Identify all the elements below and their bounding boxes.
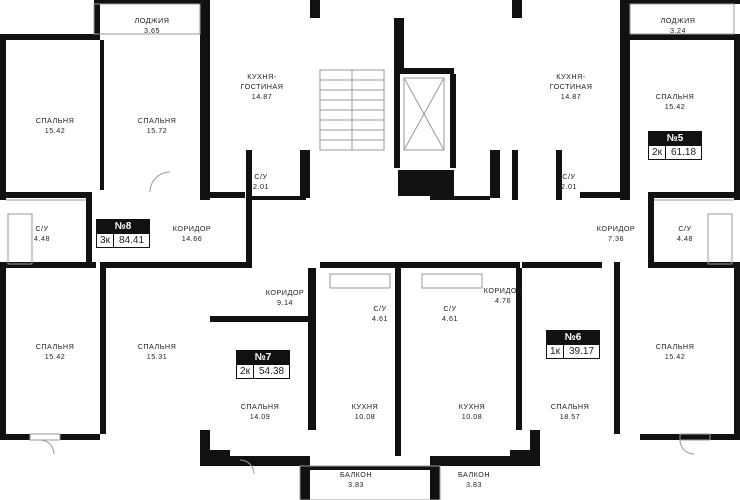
apartment-rooms: 1к — [547, 345, 564, 358]
apartment-area: 61.18 — [670, 147, 697, 158]
apartment-area: 84.41 — [118, 235, 145, 246]
apartment-badge-5[interactable]: №5 2к 61.18 — [648, 131, 702, 160]
apartment-badge-7[interactable]: №7 2к 54.38 — [236, 350, 290, 379]
apartment-area: 54.38 — [258, 366, 285, 377]
apartment-area: 39.17 — [568, 346, 595, 357]
apartment-rooms: 2к — [237, 365, 254, 378]
apartment-badge-8[interactable]: №8 3к 84.41 — [96, 219, 150, 248]
apartment-number: №6 — [547, 331, 599, 345]
apartment-rooms: 2к — [649, 146, 666, 159]
apartment-badge-6[interactable]: №6 1к 39.17 — [546, 330, 600, 359]
apartment-number: №5 — [649, 132, 701, 146]
apartment-number: №7 — [237, 351, 289, 365]
apartment-rooms: 3к — [97, 234, 114, 247]
apartment-number: №8 — [97, 220, 149, 234]
